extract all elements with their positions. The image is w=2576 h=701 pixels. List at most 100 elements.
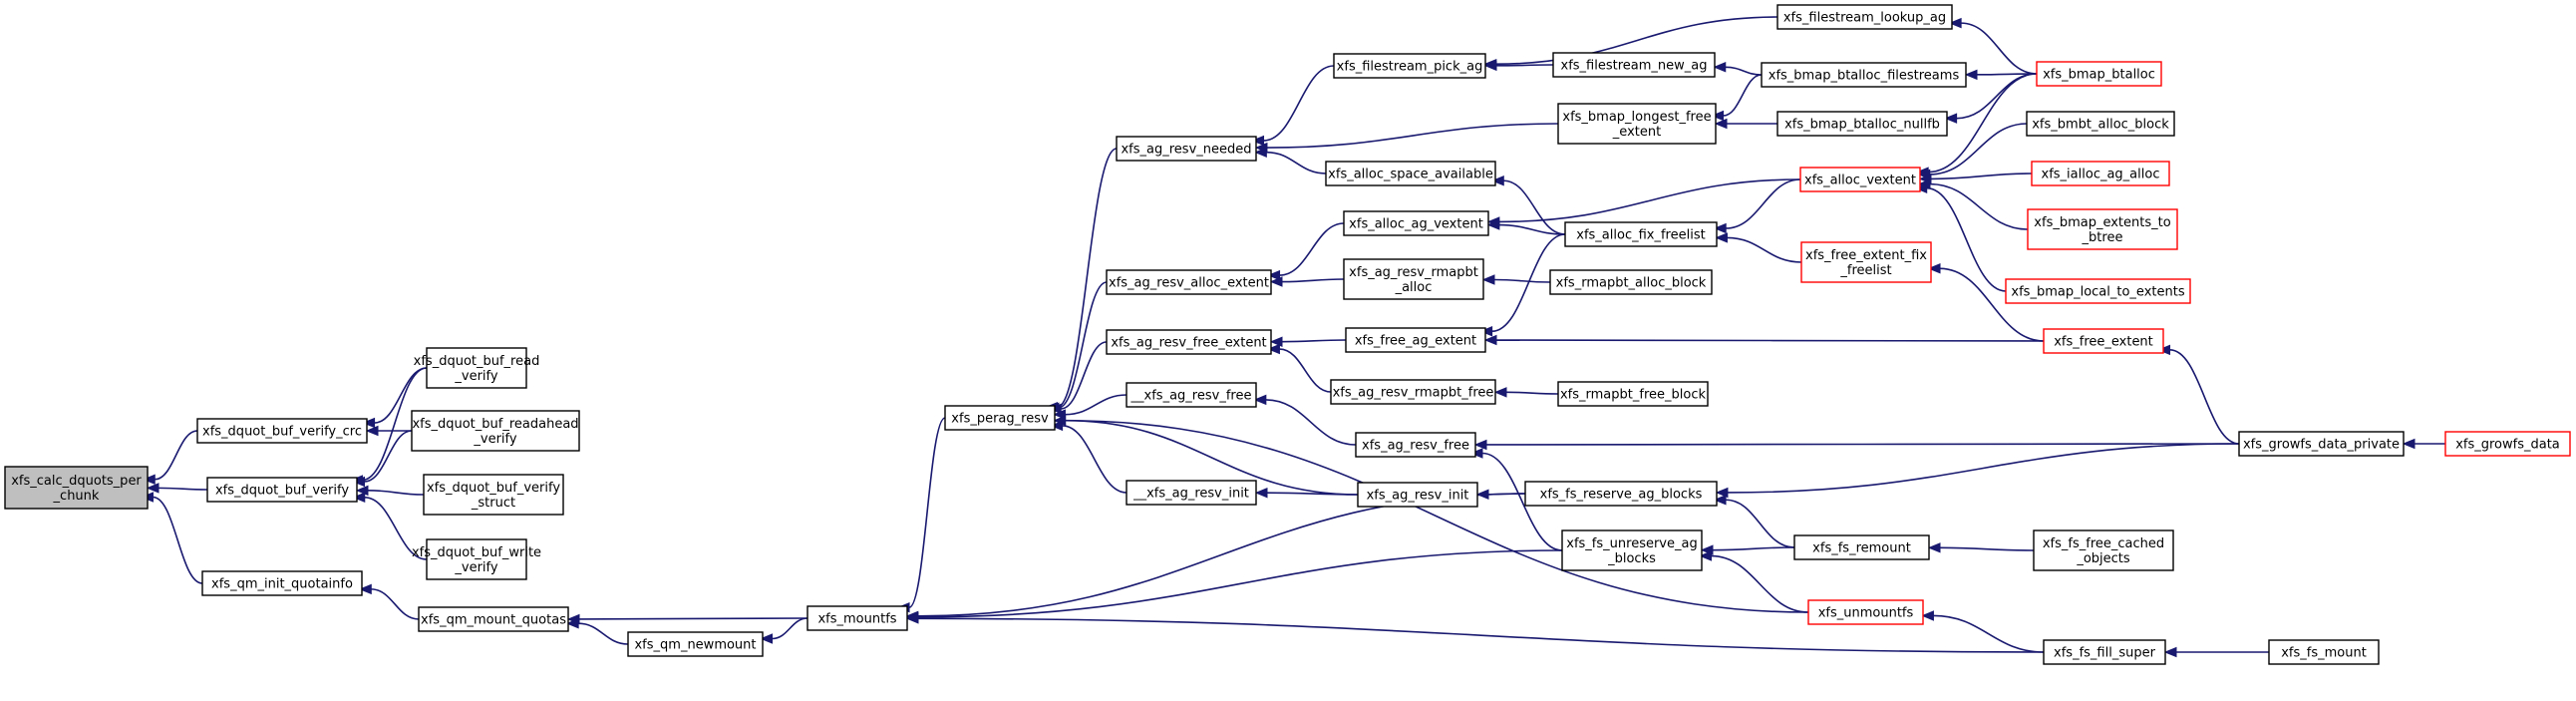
function-node-free-extent[interactable]: xfs_free_extent <box>2043 328 2164 354</box>
node-box[interactable] <box>1807 599 1924 625</box>
node-box[interactable] <box>2036 61 2162 87</box>
function-node-alloc-ag-vextent[interactable]: xfs_alloc_ag_vextent <box>1343 210 1489 236</box>
node-box[interactable] <box>2268 639 2380 665</box>
node-box[interactable] <box>1106 329 1272 355</box>
function-node-bmap-local-to-extents[interactable]: xfs_bmap_local_to_extents <box>2005 278 2191 304</box>
node-box[interactable] <box>196 418 368 444</box>
function-node-rmapbt-alloc-block[interactable]: xfs_rmapbt_alloc_block <box>1549 269 1713 295</box>
function-node-bmap-longest-free-extent[interactable]: xfs_bmap_longest_free_extent <box>1557 103 1717 145</box>
node-box[interactable] <box>1557 381 1709 407</box>
function-node-perag-resv[interactable]: xfs_perag_resv <box>944 405 1056 431</box>
function-node-fs-reserve-ag-blocks[interactable]: xfs_fs_reserve_ag_blocks <box>1524 481 1718 507</box>
node-box[interactable] <box>627 631 764 657</box>
node-box[interactable] <box>944 405 1056 431</box>
function-node-alloc-vextent[interactable]: xfs_alloc_vextent <box>1799 167 1921 192</box>
node-box[interactable] <box>2043 639 2166 665</box>
node-box[interactable] <box>1549 269 1713 295</box>
node-box[interactable] <box>2027 208 2178 250</box>
function-node-fs-fill-super[interactable]: xfs_fs_fill_super <box>2043 639 2166 665</box>
function-node-ag-resv-needed[interactable]: xfs_ag_resv_needed <box>1116 136 1257 162</box>
function-node-fs-remount[interactable]: xfs_fs_remount <box>1793 534 1930 560</box>
node-box[interactable] <box>2238 431 2405 457</box>
node-box[interactable] <box>2005 278 2191 304</box>
node-box[interactable] <box>1793 534 1930 560</box>
function-node-bmap-extents-to-btree[interactable]: xfs_bmap_extents_to_btree <box>2027 208 2178 250</box>
node-box[interactable] <box>418 606 569 632</box>
function-node-filestream-pick-ag[interactable]: xfs_filestream_pick_ag <box>1333 53 1486 79</box>
function-node-bmap-btalloc-nullfb[interactable]: xfs_bmap_btalloc_nullfb <box>1776 111 1948 137</box>
function-node-filestream-lookup-ag[interactable]: xfs_filestream_lookup_ag <box>1776 4 1953 30</box>
function-node-filestream-new-ag[interactable]: xfs_filestream_new_ag <box>1552 52 1716 78</box>
node-box[interactable] <box>1325 161 1496 186</box>
node-box[interactable] <box>1776 4 1953 30</box>
node-box[interactable] <box>1552 52 1716 78</box>
node-box[interactable] <box>4 466 149 510</box>
function-node-ag-resv-free[interactable]: xfs_ag_resv_free <box>1355 432 1476 458</box>
function-node-fs-free-cached-objects[interactable]: xfs_fs_free_cached_objects <box>2033 529 2174 571</box>
node-box[interactable] <box>426 538 527 580</box>
function-node-fs-unreserve-ag-blocks[interactable]: xfs_fs_unreserve_ag_blocks <box>1561 529 1703 571</box>
function-node-free-ag-extent[interactable]: xfs_free_ag_extent <box>1345 327 1486 353</box>
function-node-read-verify[interactable]: xfs_dquot_buf_read_verify <box>414 347 540 389</box>
node-box[interactable] <box>423 474 564 516</box>
node-box[interactable] <box>1333 53 1486 79</box>
node-box[interactable] <box>1116 136 1257 162</box>
function-node---ag-resv-free[interactable]: __xfs_ag_resv_free <box>1126 382 1257 408</box>
node-box[interactable] <box>206 477 358 503</box>
function-node-mountfs[interactable]: xfs_mountfs <box>806 605 908 631</box>
node-box[interactable] <box>2043 328 2164 354</box>
node-box[interactable] <box>1343 210 1489 236</box>
node-box[interactable] <box>1557 103 1717 145</box>
function-node-verify-struct[interactable]: xfs_dquot_buf_verify_struct <box>423 474 564 516</box>
node-box[interactable] <box>1776 111 1948 137</box>
node-box[interactable] <box>1761 62 1967 88</box>
function-node-bmap-btalloc[interactable]: xfs_bmap_btalloc <box>2036 61 2162 87</box>
function-node-bmbt-alloc-block[interactable]: xfs_bmbt_alloc_block <box>2026 111 2175 137</box>
function-node-root[interactable]: xfs_calc_dquots_per_chunk <box>4 466 149 510</box>
node-box[interactable] <box>1343 258 1484 300</box>
function-node-bmap-btalloc-filestreams[interactable]: xfs_bmap_btalloc_filestreams <box>1761 62 1967 88</box>
node-box[interactable] <box>1799 167 1921 192</box>
function-node-buf-verify[interactable]: xfs_dquot_buf_verify <box>206 477 358 503</box>
node-box[interactable] <box>1524 481 1718 507</box>
node-box[interactable] <box>806 605 908 631</box>
node-box[interactable] <box>201 570 363 596</box>
function-node-free-extent-fix-freelist[interactable]: xfs_free_extent_fix_freelist <box>1800 241 1932 283</box>
node-box[interactable] <box>1561 529 1703 571</box>
node-box[interactable] <box>2033 529 2174 571</box>
function-node-ialloc-ag-alloc[interactable]: xfs_ialloc_ag_alloc <box>2031 161 2170 186</box>
function-node-qm-newmount[interactable]: xfs_qm_newmount <box>627 631 764 657</box>
node-box[interactable] <box>2444 431 2571 457</box>
function-node-rmapbt-free-block[interactable]: xfs_rmapbt_free_block <box>1557 381 1709 407</box>
function-node-growfs-data-private[interactable]: xfs_growfs_data_private <box>2238 431 2405 457</box>
node-box[interactable] <box>1355 432 1476 458</box>
function-node-unmountfs[interactable]: xfs_unmountfs <box>1807 599 1924 625</box>
function-node-growfs-data[interactable]: xfs_growfs_data <box>2444 431 2571 457</box>
function-node-readahead-verify[interactable]: xfs_dquot_buf_readahead_verify <box>411 410 580 452</box>
function-node-ag-resv-free-extent[interactable]: xfs_ag_resv_free_extent <box>1106 329 1272 355</box>
function-node-verify-crc[interactable]: xfs_dquot_buf_verify_crc <box>196 418 368 444</box>
node-box[interactable] <box>426 347 527 389</box>
function-node-ag-resv-init[interactable]: xfs_ag_resv_init <box>1357 482 1478 508</box>
node-box[interactable] <box>1345 327 1486 353</box>
node-box[interactable] <box>2026 111 2175 137</box>
function-node-fs-mount[interactable]: xfs_fs_mount <box>2268 639 2380 665</box>
function-node-alloc-space-available[interactable]: xfs_alloc_space_available <box>1325 161 1496 186</box>
node-box[interactable] <box>1800 241 1932 283</box>
function-node-ag-resv-rmapbt-alloc[interactable]: xfs_ag_resv_rmapbt_alloc <box>1343 258 1484 300</box>
node-box[interactable] <box>1126 382 1257 408</box>
function-node-alloc-fix-freelist[interactable]: xfs_alloc_fix_freelist <box>1564 221 1718 247</box>
function-node-qm-init-quotainfo[interactable]: xfs_qm_init_quotainfo <box>201 570 363 596</box>
node-box[interactable] <box>411 410 580 452</box>
function-node-qm-mount-quotas[interactable]: xfs_qm_mount_quotas <box>418 606 569 632</box>
node-box[interactable] <box>1126 480 1257 506</box>
function-node-ag-resv-alloc-extent[interactable]: xfs_ag_resv_alloc_extent <box>1106 269 1272 295</box>
node-box[interactable] <box>2031 161 2170 186</box>
function-node-write-verify[interactable]: xfs_dquot_buf_write_verify <box>412 538 541 580</box>
node-box[interactable] <box>1330 379 1496 405</box>
node-box[interactable] <box>1106 269 1272 295</box>
function-node---ag-resv-init[interactable]: __xfs_ag_resv_init <box>1126 480 1257 506</box>
function-node-ag-resv-rmapbt-free[interactable]: xfs_ag_resv_rmapbt_free <box>1330 379 1496 405</box>
node-box[interactable] <box>1357 482 1478 508</box>
node-box[interactable] <box>1564 221 1718 247</box>
